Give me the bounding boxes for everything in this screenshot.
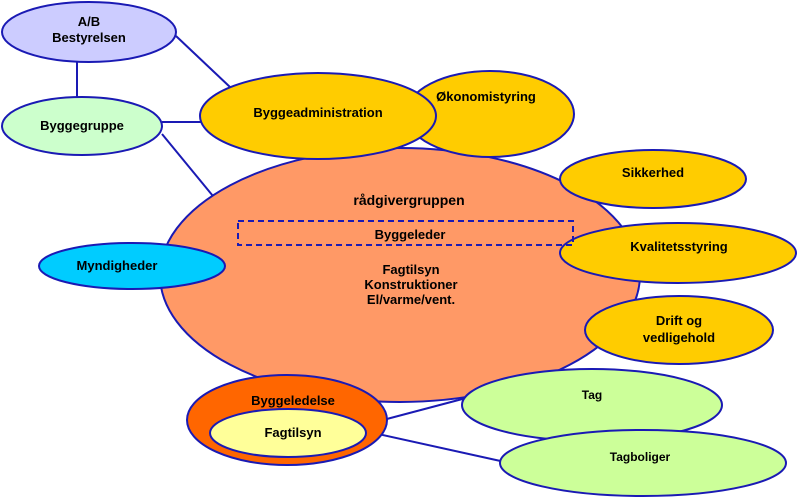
byggegruppe-ellipse (1, 96, 163, 156)
tag-label: Tag (582, 388, 602, 402)
ab-bestyrelsen-ellipse (1, 1, 177, 63)
connector-byggeledelse-tagboliger (377, 433, 506, 463)
byggegruppe-label: Byggegruppe (40, 118, 124, 133)
fag-label-line3: El/varme/vent. (367, 292, 455, 307)
myndigheder-ellipse (38, 242, 226, 290)
tagboliger-label: Tagboliger (610, 450, 671, 464)
tagboliger-ellipse (499, 429, 787, 497)
ab-bestyrelsen-label-line1: A/B (78, 14, 100, 29)
radgivergruppen-label: rådgivergruppen (353, 192, 464, 208)
byggeleder-label: Byggeleder (375, 227, 446, 242)
drift-label-line1: Drift og (656, 313, 702, 328)
okonomistyring-label: Økonomistyring (436, 89, 536, 104)
kvalitetsstyring-label: Kvalitetsstyring (630, 239, 728, 254)
sikkerhed-label: Sikkerhed (622, 165, 684, 180)
fag-label-line2: Konstruktioner (364, 277, 457, 292)
kvalitetsstyring-ellipse (559, 222, 797, 284)
drift-ellipse (584, 295, 774, 365)
fagtilsyn-ellipse (209, 408, 367, 458)
sikkerhed-ellipse (559, 149, 747, 209)
ab-bestyrelsen-label-line2: Bestyrelsen (52, 30, 126, 45)
connector-byggeledelse-tag (382, 396, 471, 421)
drift-label-line2: vedligehold (643, 330, 715, 345)
byggeledelse-label: Byggeledelse (251, 393, 335, 408)
byggeadministration-ellipse (199, 72, 437, 160)
fag-label-line1: Fagtilsyn (382, 262, 439, 277)
byggeleder-box (237, 220, 574, 246)
byggeadministration-label: Byggeadministration (253, 105, 382, 120)
fagtilsyn-label: Fagtilsyn (264, 425, 321, 440)
tag-ellipse (461, 368, 723, 442)
myndigheder-label: Myndigheder (77, 258, 158, 273)
